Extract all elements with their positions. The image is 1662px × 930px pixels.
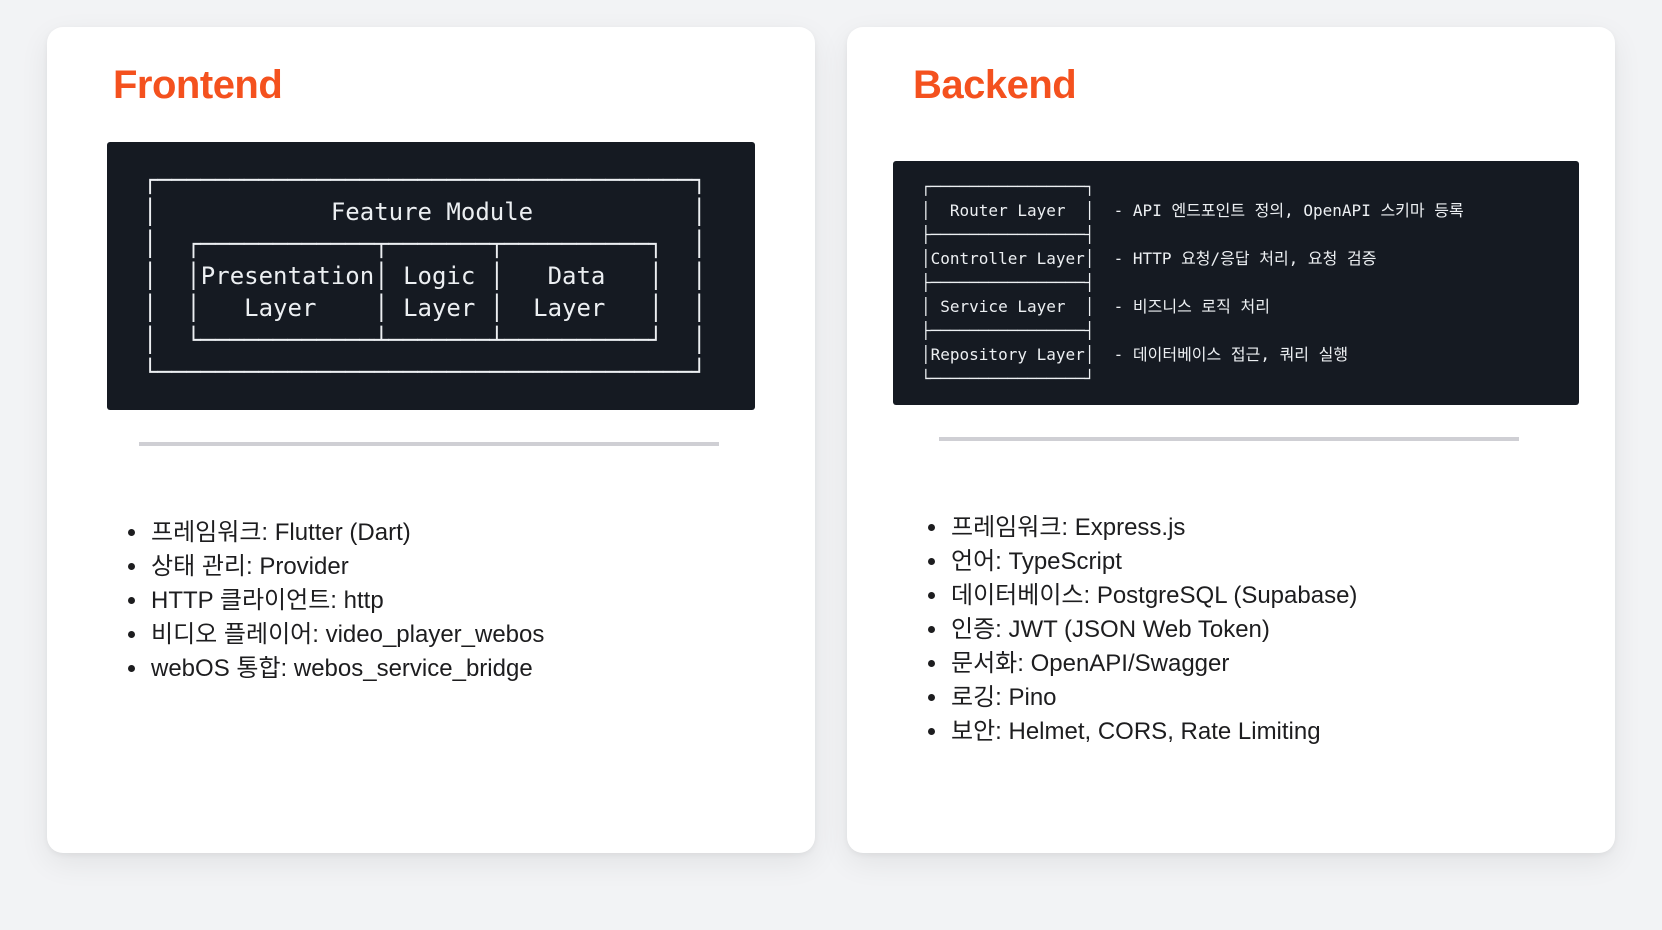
frontend-card: Frontend ┌──────────────────────────────… [47,27,815,853]
tech-list-item: 비디오 플레이어: video_player_webos [149,618,755,652]
backend-card: Backend ┌────────────────┐ │ Router Laye… [847,27,1615,853]
tech-list-item: HTTP 클라이언트: http [149,584,755,618]
frontend-architecture-diagram: ┌─────────────────────────────────────┐ … [107,142,755,410]
tech-list-item: 로깅: Pino [949,681,1555,715]
tech-list-item: 상태 관리: Provider [149,550,755,584]
tech-list-item: 프레임워크: Flutter (Dart) [149,516,755,550]
frontend-tech-list: 프레임워크: Flutter (Dart)상태 관리: ProviderHTTP… [107,516,755,686]
frontend-title: Frontend [113,63,283,107]
tech-list-item: 언어: TypeScript [949,545,1555,579]
backend-title: Backend [913,63,1077,107]
tech-list-item: webOS 통합: webos_service_bridge [149,652,755,686]
tech-list-item: 프레임워크: Express.js [949,511,1555,545]
tech-list-item: 인증: JWT (JSON Web Token) [949,613,1555,647]
section-divider [139,442,719,446]
backend-architecture-diagram: ┌────────────────┐ │ Router Layer │ - AP… [893,161,1579,405]
tech-list-item: 보안: Helmet, CORS, Rate Limiting [949,715,1555,749]
backend-tech-list: 프레임워크: Express.js언어: TypeScript데이터베이스: P… [907,511,1555,749]
tech-list-item: 문서화: OpenAPI/Swagger [949,647,1555,681]
tech-list-item: 데이터베이스: PostgreSQL (Supabase) [949,579,1555,613]
section-divider [939,437,1519,441]
